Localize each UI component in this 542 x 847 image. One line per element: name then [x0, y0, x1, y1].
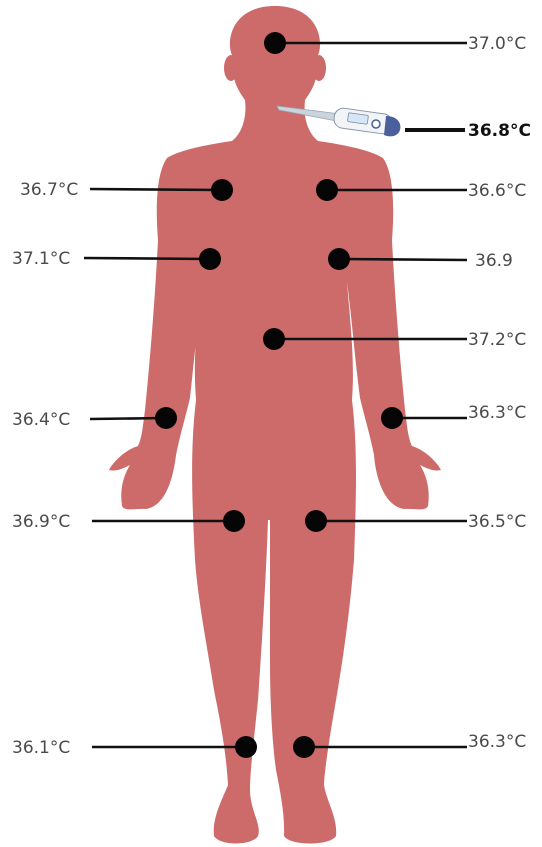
- temperature-label: 36.7°C: [20, 180, 78, 200]
- temperature-label: 36.3°C: [468, 403, 526, 423]
- temperature-label: 37.2°C: [468, 330, 526, 350]
- marker-dot: [235, 736, 257, 758]
- leader-line: [339, 259, 467, 260]
- marker-dot: [381, 407, 403, 429]
- reading-right-ankle: 36.1°C: [12, 736, 257, 758]
- marker-dot: [316, 179, 338, 201]
- temperature-label: 36.5°C: [468, 512, 526, 532]
- left-ear: [312, 55, 326, 81]
- temperature-label: 36.6°C: [468, 181, 526, 201]
- temperature-label: 36.9: [475, 251, 513, 271]
- marker-dot: [223, 510, 245, 532]
- right-ear: [224, 55, 238, 81]
- marker-dot: [211, 179, 233, 201]
- marker-dot: [199, 248, 221, 270]
- temperature-label: 36.3°C: [468, 732, 526, 752]
- marker-dot: [305, 510, 327, 532]
- temperature-label: 36.1°C: [12, 738, 70, 758]
- marker-dot: [263, 328, 285, 350]
- marker-dot: [264, 32, 286, 54]
- leader-line: [90, 418, 166, 419]
- temperature-label: 37.0°C: [468, 34, 526, 54]
- leader-line: [90, 189, 222, 190]
- marker-dot: [293, 736, 315, 758]
- temperature-label: 36.4°C: [12, 410, 70, 430]
- reading-mouth: 36.8°C: [405, 121, 531, 141]
- marker-dot: [328, 248, 350, 270]
- marker-dot: [155, 407, 177, 429]
- leader-line: [84, 258, 210, 259]
- temperature-label: 37.1°C: [12, 249, 70, 269]
- temperature-label: 36.8°C: [468, 121, 531, 141]
- temperature-label: 36.9°C: [12, 512, 70, 532]
